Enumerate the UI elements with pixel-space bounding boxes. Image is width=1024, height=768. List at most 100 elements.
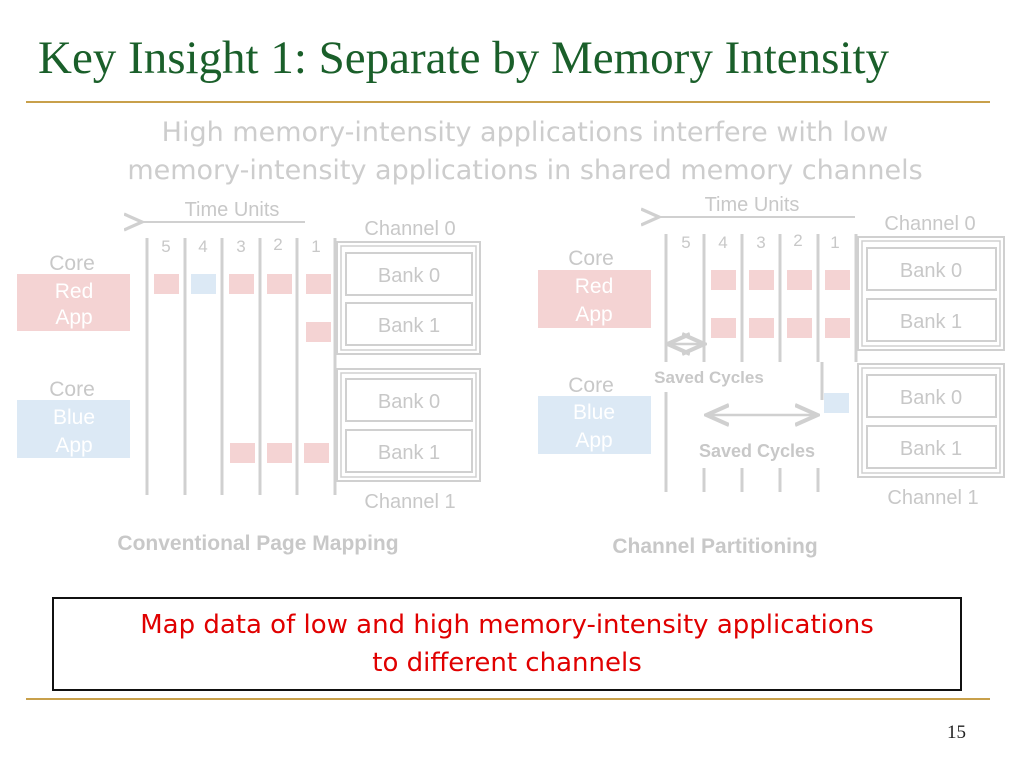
diagram-caption: Conventional Page Mapping [117, 532, 398, 555]
blue-request [191, 274, 216, 294]
channel-inner-box [340, 372, 477, 478]
memory-scheduling-diagram: Time Units 5 4 3 2 1 [17, 194, 1005, 558]
time-slot-label: 1 [311, 237, 320, 256]
bank-box [345, 302, 473, 346]
subtitle-line-2: memory-intensity applications in shared … [127, 155, 923, 186]
app-name: Red [575, 275, 614, 298]
bank-label: Bank 0 [378, 265, 440, 287]
channel-inner-box [861, 240, 1001, 347]
time-slot-label: 5 [681, 233, 690, 252]
time-units-label: Time Units [185, 199, 280, 221]
core-label: Core [568, 374, 614, 397]
key-takeaway-box: Map data of low and high memory-intensit… [52, 597, 962, 691]
app-name: Red [55, 280, 94, 303]
slide-title: Key Insight 1: Separate by Memory Intens… [38, 32, 890, 84]
time-slot-labels: 5 4 3 2 1 [161, 235, 320, 256]
red-request [787, 318, 812, 338]
bank-label: Bank 1 [900, 311, 962, 333]
bank-label: Bank 0 [378, 391, 440, 413]
diagram-partitioning: Time Units 5 4 3 2 1 [538, 194, 1005, 558]
bank-box [345, 378, 473, 422]
time-slot-label: 5 [161, 237, 170, 256]
time-slot-label: 1 [830, 233, 839, 252]
channel-inner-box [340, 245, 477, 351]
time-slot-labels: 5 4 3 2 1 [681, 231, 839, 252]
channel-outer-box [336, 241, 481, 355]
diagram-caption: Channel Partitioning [612, 535, 817, 558]
slide-subtitle: High memory-intensity applications inter… [60, 114, 990, 190]
title-divider [26, 101, 990, 103]
red-request [749, 318, 774, 338]
red-request [304, 443, 329, 463]
request-queue [711, 270, 850, 413]
app-label: App [575, 429, 612, 452]
channel-1: Bank 0 Bank 1 Channel 1 [857, 363, 1005, 509]
red-request [711, 270, 736, 290]
core-blue: Core Blue App [17, 378, 130, 458]
red-request [229, 274, 254, 294]
channel-label: Channel 0 [364, 218, 455, 240]
time-slot-label: 2 [793, 231, 802, 250]
channel-0: Channel 0 Bank 0 Bank 1 [857, 213, 1005, 351]
channel-label: Channel 0 [884, 213, 975, 235]
red-request [825, 270, 850, 290]
blue-request [824, 393, 849, 413]
channel-label: Channel 1 [887, 487, 978, 509]
red-request [749, 270, 774, 290]
red-request [306, 322, 331, 342]
core-red: Core Red App [17, 252, 130, 331]
saved-cycles-bottom: Saved Cycles [699, 415, 815, 461]
core-label: Core [49, 378, 95, 401]
time-slot-label: 4 [198, 237, 207, 256]
callout-line-2: to different channels [372, 648, 642, 678]
channel-label: Channel 1 [364, 491, 455, 513]
bank-label: Bank 1 [378, 442, 440, 464]
diagram-conventional: Time Units 5 4 3 2 1 [17, 199, 481, 555]
app-label: App [55, 306, 92, 329]
red-request [267, 443, 292, 463]
core-label: Core [49, 252, 95, 275]
red-request [230, 443, 255, 463]
bank-box [866, 374, 997, 418]
channel-1: Bank 0 Bank 1 Channel 1 [336, 368, 481, 513]
time-slot-label: 3 [756, 233, 765, 252]
core-label: Core [568, 247, 614, 270]
channel-outer-box [857, 363, 1005, 478]
time-slot-dividers [145, 238, 337, 495]
bank-label: Bank 0 [900, 387, 962, 409]
red-request [825, 318, 850, 338]
red-request [306, 274, 331, 294]
saved-cycles-top: Saved Cycles [654, 344, 764, 387]
bank-box [866, 425, 997, 469]
page-number: 15 [947, 722, 966, 743]
channel-outer-box [336, 368, 481, 482]
red-request [154, 274, 179, 294]
app-name: Blue [53, 406, 95, 429]
footer-divider [26, 698, 990, 700]
red-app-box [17, 274, 130, 331]
time-slot-label: 2 [273, 235, 282, 254]
red-request [267, 274, 292, 294]
bank-label: Bank 1 [900, 438, 962, 460]
bank-label: Bank 0 [900, 260, 962, 282]
app-name: Blue [573, 401, 615, 424]
saved-cycles-label: Saved Cycles [654, 368, 764, 387]
bank-label: Bank 1 [378, 315, 440, 337]
bank-box [345, 429, 473, 473]
time-slot-label: 4 [718, 233, 727, 252]
time-slot-label: 3 [236, 237, 245, 256]
saved-cycles-label: Saved Cycles [699, 441, 815, 461]
time-units-label: Time Units [705, 194, 800, 216]
app-label: App [575, 303, 612, 326]
request-queue [154, 274, 331, 463]
core-red: Core Red App [538, 247, 651, 328]
bank-box [345, 252, 473, 296]
red-request [787, 270, 812, 290]
core-blue: Core Blue App [538, 374, 651, 454]
bank-box [866, 298, 997, 342]
channel-0: Channel 0 Bank 0 Bank 1 [336, 218, 481, 355]
red-request [711, 318, 736, 338]
callout-line-1: Map data of low and high memory-intensit… [140, 610, 874, 640]
channel-outer-box [857, 236, 1005, 351]
app-label: App [55, 434, 92, 457]
